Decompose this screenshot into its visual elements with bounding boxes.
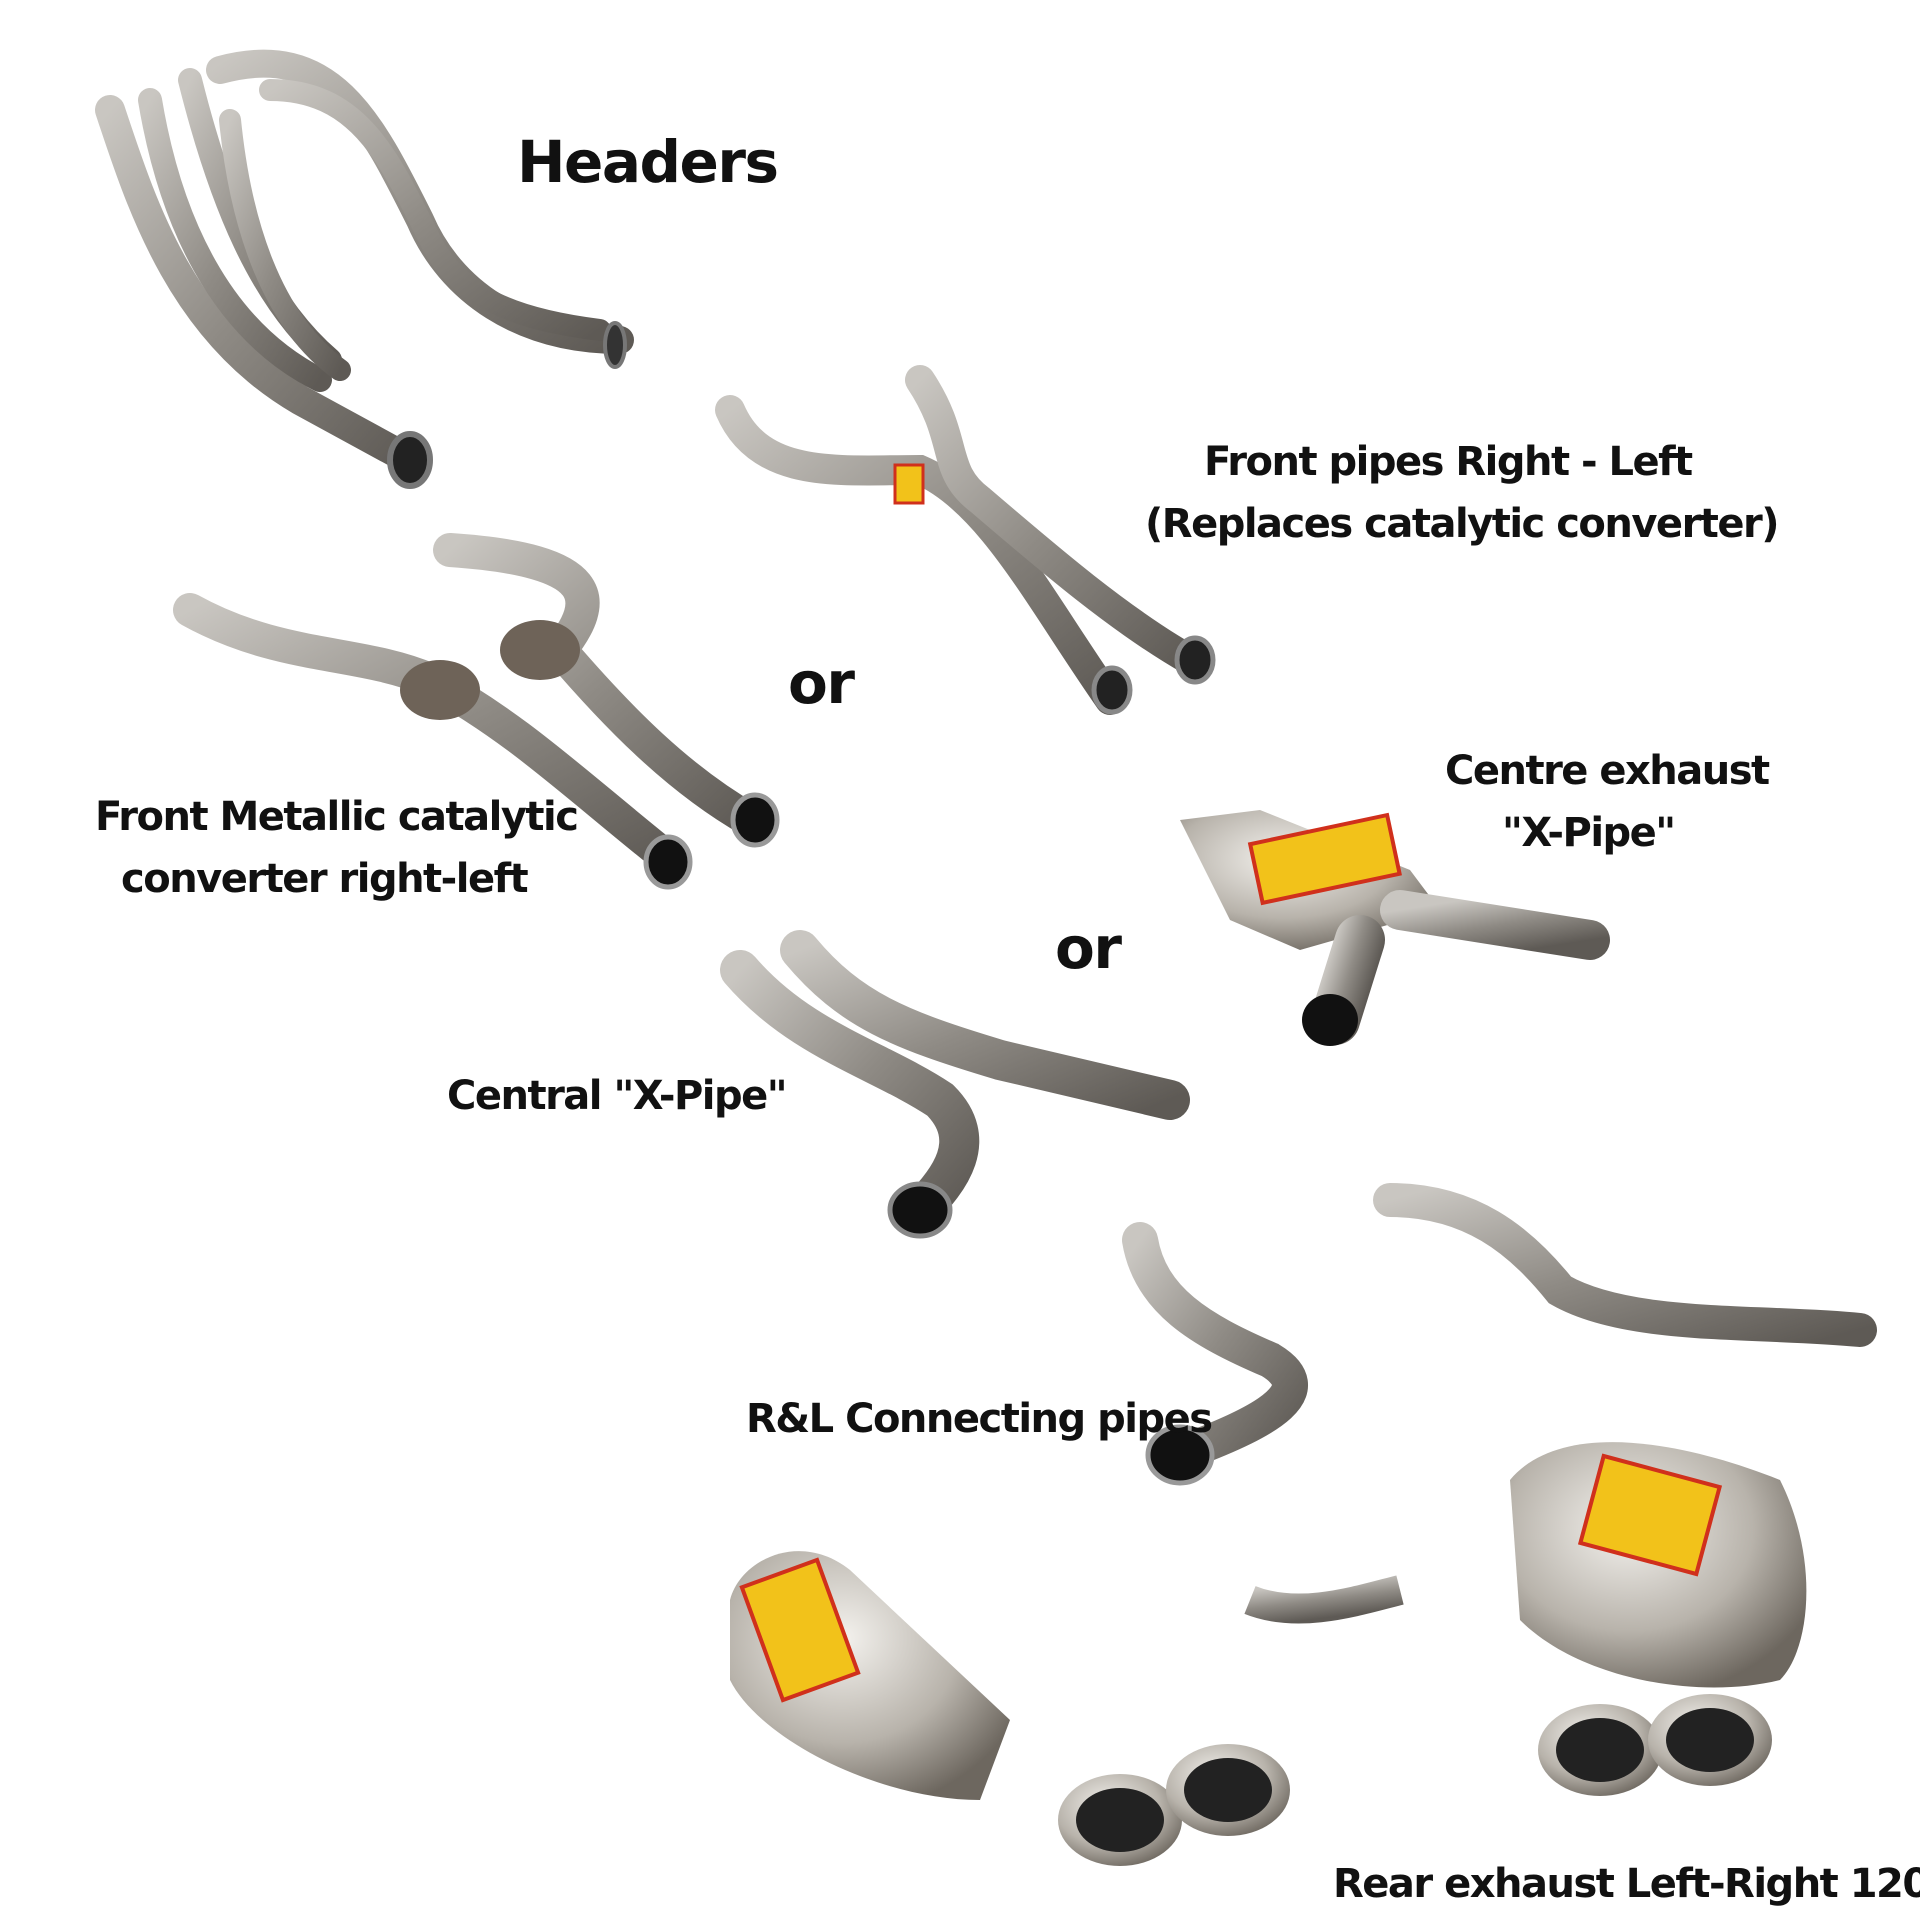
- front-cat-label-line1: Front Metallic catalytic: [95, 794, 579, 840]
- central-x-pipe-image: [720, 930, 1190, 1239]
- connecting-pipes-image: [1122, 1183, 1877, 1486]
- or-label-2: or: [1055, 914, 1122, 982]
- central-x-pipe-label: Central "X-Pipe": [447, 1073, 788, 1119]
- or-label-1: or: [788, 649, 855, 717]
- front-pipes-label-line2: (Replaces catalytic converter): [1145, 501, 1780, 547]
- front-catalytic-converter-image: [173, 533, 780, 890]
- rear-exhaust-label: Rear exhaust Left-Right 120x80: [1333, 1861, 1920, 1907]
- connecting-pipes-label: R&L Connecting pipes: [746, 1396, 1213, 1442]
- front-pipes-image: [715, 365, 1216, 715]
- centre-exhaust-x-pipe-image: [1180, 810, 1610, 1046]
- centre-exhaust-label-line2: "X-Pipe": [1502, 810, 1676, 856]
- centre-exhaust-label-line1: Centre exhaust: [1445, 748, 1770, 794]
- front-cat-label-line2: converter right-left: [121, 856, 529, 902]
- rear-exhaust-left-image: [730, 1551, 1290, 1866]
- headers-image: [95, 49, 634, 489]
- front-pipes-label-line1: Front pipes Right - Left: [1204, 439, 1693, 485]
- rear-exhaust-right-image: [1244, 1442, 1807, 1796]
- headers-label: Headers: [517, 128, 779, 196]
